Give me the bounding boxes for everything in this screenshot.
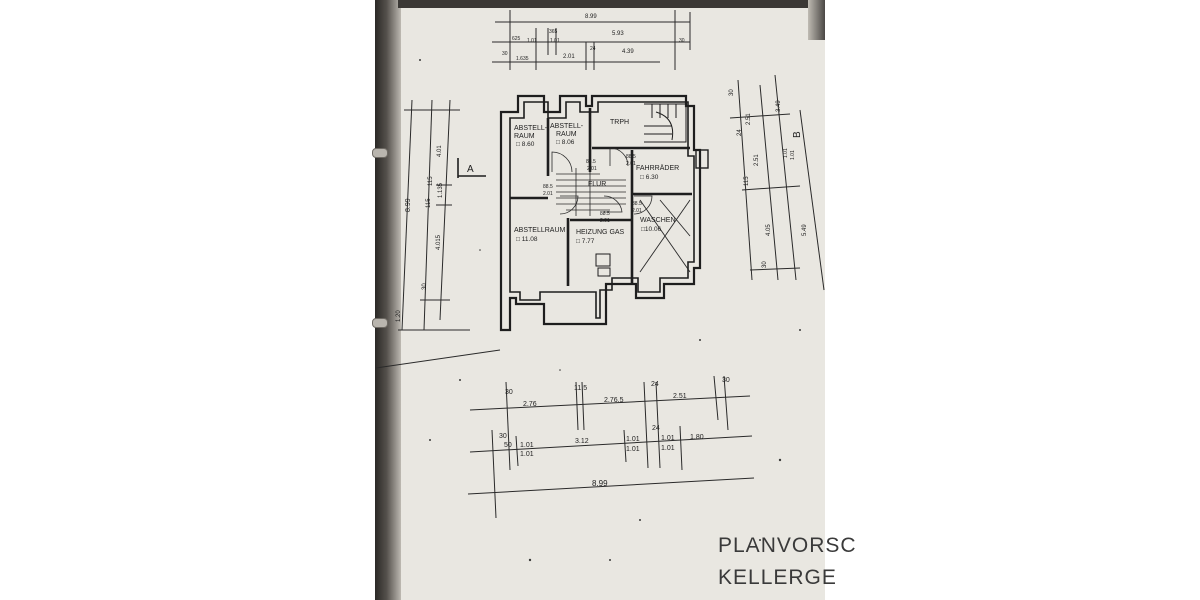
door-label: 88.5 <box>600 211 610 217</box>
room-abstellraum-3-area: □ 11.08 <box>516 236 538 243</box>
right-dimension-chain <box>729 74 825 291</box>
room-fahrraeder-name: FAHRRÄDER <box>636 164 679 172</box>
dim-top: 1.01 <box>527 38 537 44</box>
room-abstellraum-1-area: □ 8.60 <box>516 141 535 148</box>
dim-right: 4.05 <box>766 224 772 236</box>
dim-top: 1.635 <box>516 56 529 62</box>
dim-left-total: 8.99 <box>405 198 412 212</box>
dim-top: 30 <box>679 38 685 44</box>
section-marker-b-label: B <box>792 131 803 138</box>
dim-right: 2.51 <box>754 154 760 166</box>
dim-bottom: 1.01 <box>520 451 534 458</box>
dim-right: 2.51 <box>746 113 752 125</box>
dim-bottom: 30 <box>505 389 513 396</box>
dim-left: 115 <box>426 198 432 208</box>
dim-bottom: 30 <box>499 433 507 440</box>
dim-bottom: 50 <box>504 442 512 449</box>
title-line-1: PLANVORSC <box>718 534 857 557</box>
boiler-fixture <box>595 253 611 277</box>
section-marker-a <box>457 158 486 178</box>
room-heizung-name: HEIZUNG GAS <box>576 229 625 236</box>
dim-top-total: 8.99 <box>585 14 597 20</box>
dim-top: 24 <box>590 46 596 52</box>
dim-bottom: 1.01 <box>661 445 675 452</box>
copy-speckles <box>419 59 801 562</box>
title-line-2: KELLERGE <box>718 566 837 589</box>
staircase <box>644 103 687 143</box>
dim-bottom: 30 <box>722 377 730 384</box>
binder-ring <box>372 148 388 158</box>
dim-bottom: 2.51 <box>673 393 687 400</box>
corridor-hatching <box>556 168 626 216</box>
dim-bottom: 1.01 <box>626 446 640 453</box>
dim-left: 30 <box>422 283 428 290</box>
dim-right: 115 <box>744 176 750 186</box>
dim-top: 1.01 <box>550 38 560 44</box>
dim-bottom: 1.01 <box>661 435 675 442</box>
door-label: 88.5 <box>626 154 636 160</box>
binder-ring <box>372 318 388 328</box>
door-label: 88.5 <box>632 201 642 207</box>
dim-bottom: 3.12 <box>575 438 589 445</box>
laundry-cross <box>639 199 691 273</box>
dim-left: 4.015 <box>436 234 442 250</box>
dim-bottom: 2.76 <box>523 401 537 408</box>
dim-right: 1.01 <box>783 148 789 158</box>
room-waschen-area: □10.06 <box>641 226 662 233</box>
door-label: 88.5 <box>543 184 553 190</box>
dim-left: 1.20 <box>396 310 402 322</box>
binder-spine <box>375 0 401 600</box>
bottom-dimension-chain <box>467 375 755 519</box>
dim-bottom: 1.01 <box>626 436 640 443</box>
dim-right: 30 <box>729 89 735 96</box>
dim-bottom-total: 8.99 <box>592 479 608 488</box>
dim-top: 365 <box>549 29 558 35</box>
floor-plan-walls <box>499 94 709 332</box>
door-label: 2.01 <box>626 161 636 167</box>
door-label: 88.5 <box>586 159 596 165</box>
dim-top: 30 <box>502 51 508 57</box>
dim-left: 4.01 <box>437 145 443 157</box>
dim-left: 1.135 <box>438 182 444 198</box>
dim-bottom: 1.01 <box>520 442 534 449</box>
section-marker-a-label: A <box>467 164 474 175</box>
dim-top: 625 <box>512 36 521 42</box>
dim-right: 24 <box>737 129 743 136</box>
room-abstellraum-1-name: RAUM <box>514 133 535 140</box>
door-label: 2.01 <box>543 191 553 197</box>
room-abstellraum-3-name: ABSTELLRAUM <box>514 227 566 234</box>
dim-right: 1.01 <box>790 150 796 160</box>
page-edge-right <box>808 0 825 40</box>
dim-top: 4.39 <box>622 49 634 55</box>
room-fahrraeder-area: □ 6.30 <box>640 174 659 181</box>
room-flur-name: FLUR <box>588 181 606 188</box>
dim-bottom: 24 <box>652 425 660 432</box>
room-abstellraum-1-name: ABSTELL- <box>514 125 548 132</box>
room-abstellraum-2-area: □ 8.06 <box>556 139 575 146</box>
dim-bottom: 11.5 <box>574 385 587 392</box>
room-heizung-area: □ 7.77 <box>576 238 595 245</box>
dim-right: 5.49 <box>802 224 808 236</box>
door-label: 2.01 <box>600 218 610 224</box>
dim-right: 30 <box>762 261 768 268</box>
dim-left: 115 <box>428 176 434 186</box>
dim-bottom: 24 <box>651 381 659 388</box>
dim-bottom: 2.76.5 <box>604 397 624 404</box>
door-swings <box>551 147 653 215</box>
dim-bottom: 1.80 <box>690 434 704 441</box>
left-dimension-chain <box>375 99 501 369</box>
door-label: 2.01 <box>587 166 597 172</box>
top-dimension-chain <box>492 10 691 70</box>
room-abstellraum-2-name: RAUM <box>556 131 577 138</box>
room-abstellraum-2-name: ABSTELL- <box>550 123 584 130</box>
dim-right: 3.49 <box>776 100 782 112</box>
dim-top: 5.93 <box>612 31 624 37</box>
page-edge-top <box>398 0 825 8</box>
room-trph-name: TRPH <box>610 119 629 126</box>
dim-top: 2.01 <box>563 54 575 60</box>
door-label: 2.01 <box>632 208 642 214</box>
room-waschen-name: WASCHEN <box>640 217 676 224</box>
